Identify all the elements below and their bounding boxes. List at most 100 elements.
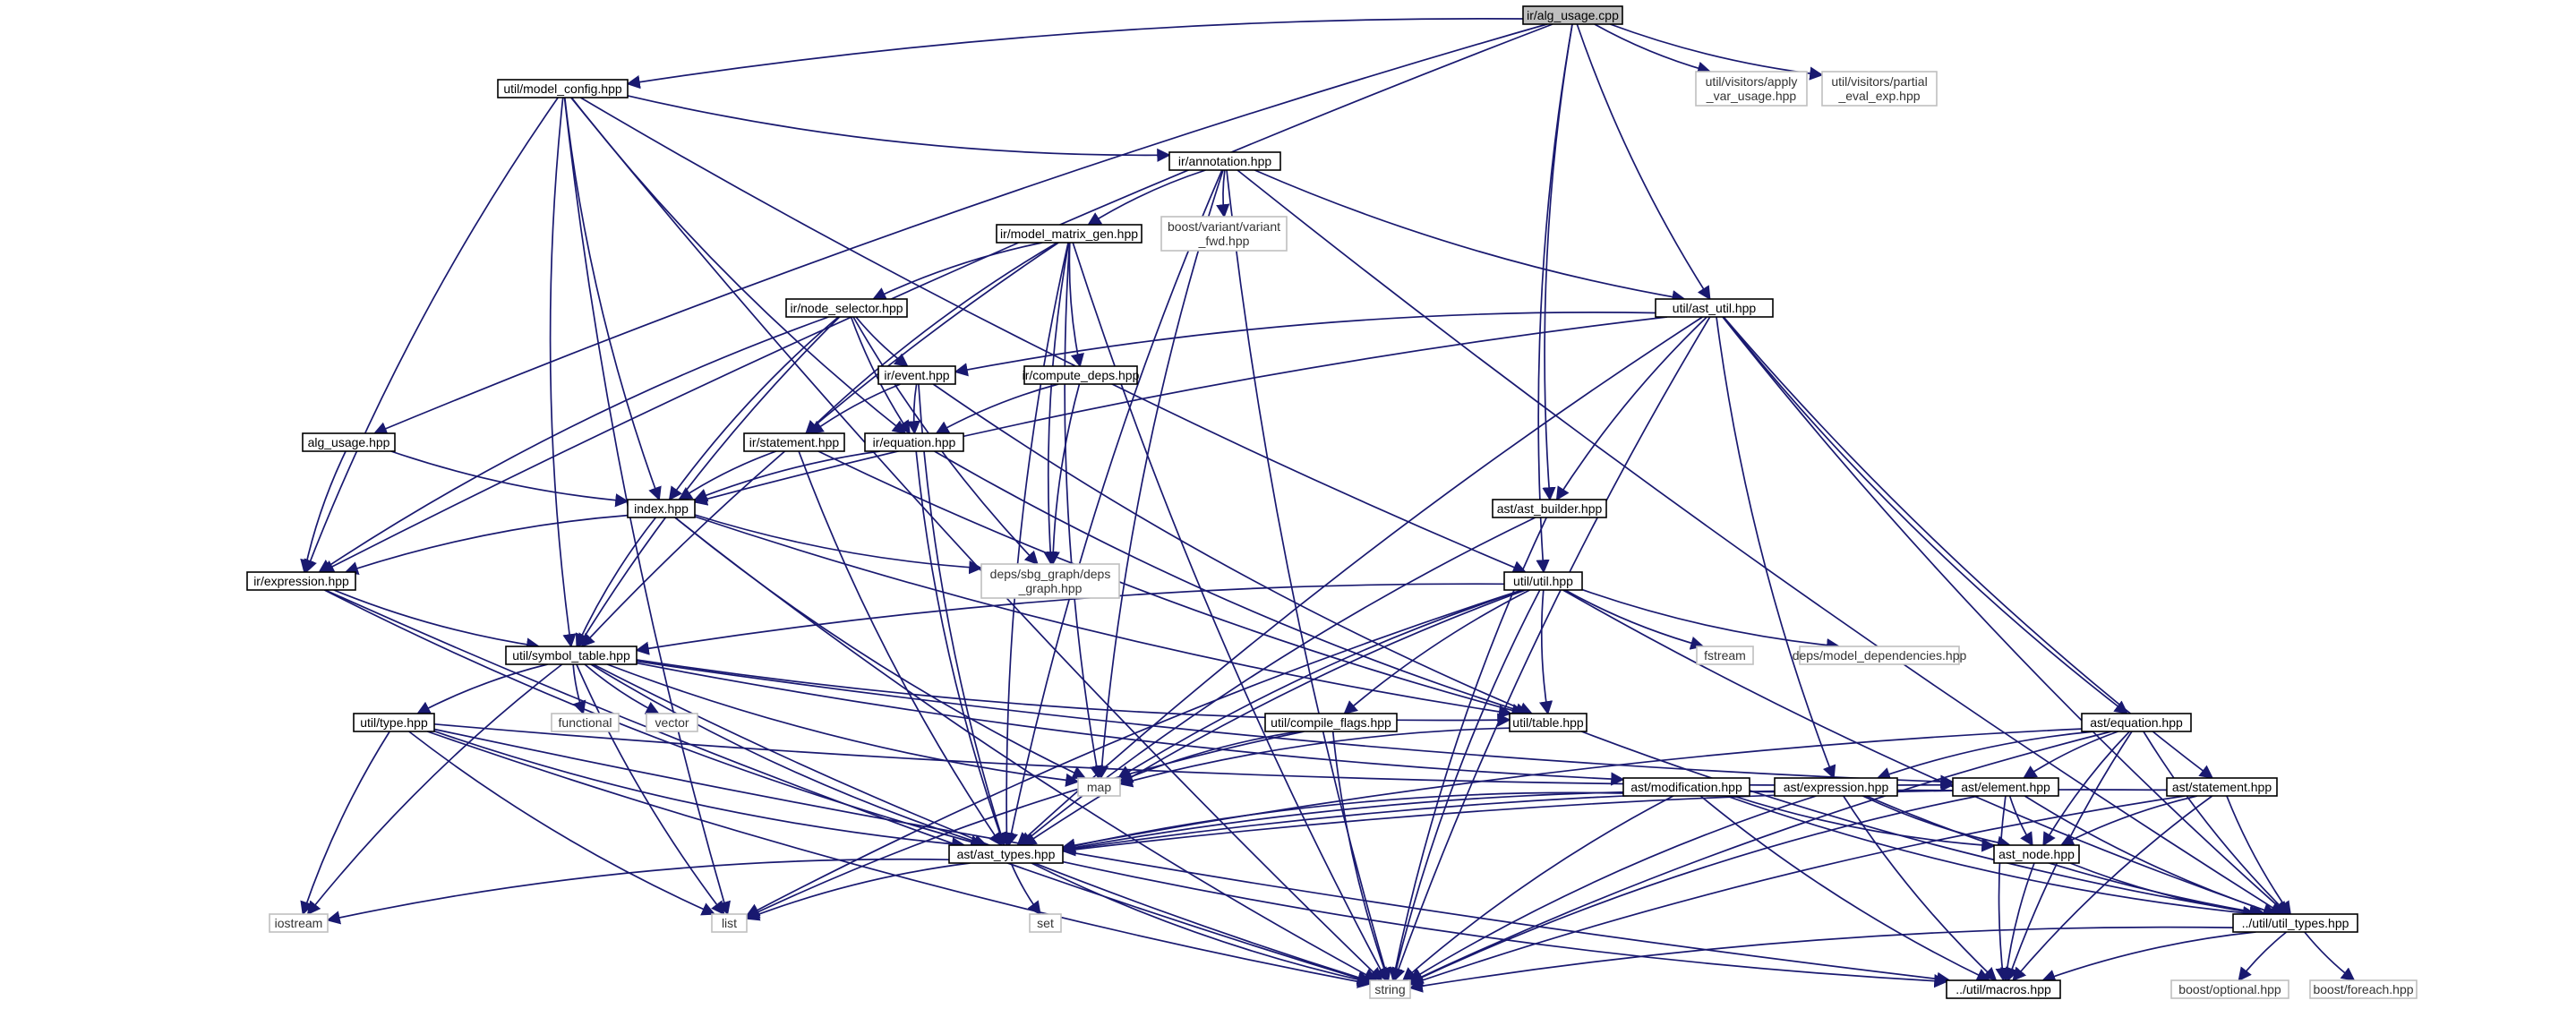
graph-node-n1[interactable]: util/model_config.hpp: [497, 79, 629, 98]
graph-node-n13[interactable]: ir/equation.hpp: [864, 432, 964, 452]
edge-n30-to-n34: [1862, 795, 2012, 850]
graph-node-n34[interactable]: ast_node.hpp: [1993, 844, 2080, 864]
graph-node-n11[interactable]: alg_usage.hpp: [302, 432, 396, 452]
edge-n0-to-n3: [1610, 23, 1824, 81]
graph-node-n21: vector: [646, 713, 698, 732]
edge-n38-to-n41: [2238, 931, 2288, 982]
node-label: util/symbol_table.hpp: [512, 648, 630, 663]
graph-node-n25[interactable]: util/table.hpp: [1509, 713, 1588, 732]
node-label: ir/event.hpp: [884, 368, 949, 382]
edge-n0-to-n11: [372, 23, 1548, 435]
edge-n33-to-n40: [1062, 860, 1948, 988]
edge-n16-to-n39: [324, 589, 1372, 985]
node-box: [627, 499, 696, 518]
edge-n9-to-n33: [918, 383, 1007, 847]
edge-n8-to-n19: [578, 316, 841, 648]
node-box: [1369, 979, 1411, 999]
graph-node-n37: set: [1029, 913, 1062, 933]
graph-node-n31[interactable]: ast/element.hpp: [1952, 777, 2059, 797]
graph-node-n7[interactable]: util/ast_util.hpp: [1655, 298, 1774, 318]
node-label: boost/optional.hpp: [2178, 982, 2281, 996]
node-label: ir/statement.hpp: [749, 435, 840, 449]
graph-node-n19[interactable]: util/symbol_table.hpp: [505, 646, 638, 665]
graph-node-n0[interactable]: ir/alg_usage.cpp: [1522, 5, 1623, 25]
graph-node-n18[interactable]: util/util.hpp: [1503, 571, 1583, 591]
edge-n33-to-n35: [326, 858, 950, 925]
node-box: [505, 646, 638, 665]
node-label: alg_usage.hpp: [308, 435, 390, 449]
edge-n30-to-n38: [1865, 795, 2267, 919]
edge-n18-to-n25: [1539, 589, 1553, 715]
graph-node-n4[interactable]: ir/annotation.hpp: [1168, 151, 1281, 171]
node-label: ast/element.hpp: [1961, 780, 2050, 794]
node-label: boost/variant/variant: [1168, 219, 1280, 234]
node-box: [1509, 713, 1588, 732]
edge-n10-to-n17: [1046, 383, 1081, 566]
graph-node-n38[interactable]: ../util/util_types.hpp: [2232, 913, 2358, 933]
node-label: index.hpp: [634, 501, 689, 516]
graph-node-n14[interactable]: index.hpp: [627, 499, 696, 518]
edge-n24-to-n40: [433, 728, 1951, 986]
node-box: [1622, 777, 1750, 797]
graph-node-n3: util/visitors/partial_eval_exp.hpp: [1821, 71, 1938, 107]
node-box: [497, 79, 629, 98]
edge-n4-to-n6: [1216, 169, 1230, 218]
node-box: [1168, 151, 1281, 171]
edge-n4-to-n5: [1087, 169, 1206, 226]
graph-node-n32[interactable]: ast/statement.hpp: [2166, 777, 2278, 797]
graph-node-n36: list: [711, 913, 748, 933]
graph-node-n29[interactable]: ast/modification.hpp: [1622, 777, 1750, 797]
edge-n38-to-n42: [2304, 931, 2356, 981]
node-box: [1029, 913, 1062, 933]
node-box: [1799, 646, 1960, 665]
graph-node-n26[interactable]: util/compile_flags.hpp: [1264, 713, 1398, 732]
edge-n18-to-n28: [1117, 589, 1525, 779]
edge-n7-to-n9: [954, 312, 1656, 377]
edge-n24-to-n36: [408, 731, 716, 916]
edge-n31-to-n40: [1995, 795, 2009, 982]
edge-n7-to-n33: [1016, 316, 1703, 847]
edge-n0-to-n18: [1536, 23, 1573, 574]
edge-n7-to-n39: [1391, 316, 1711, 982]
edge-n29-to-n38: [1725, 795, 2257, 920]
graph-node-n30[interactable]: ast/expression.hpp: [1774, 777, 1898, 797]
graph-node-n12[interactable]: ir/statement.hpp: [743, 432, 845, 452]
edge-n34-to-n40: [2000, 862, 2035, 982]
node-label: ir/node_selector.hpp: [790, 301, 903, 315]
node-box: [1821, 71, 1938, 107]
node-label: util/type.hpp: [360, 715, 428, 730]
node-label: _graph.hpp: [1018, 581, 1083, 595]
edge-n29-to-n40: [1699, 795, 1991, 981]
node-label: deps/model_dependencies.hpp: [1793, 648, 1967, 663]
graph-node-n15[interactable]: ast/ast_builder.hpp: [1492, 499, 1607, 518]
edge-n14-to-n16: [344, 514, 629, 575]
edge-n19-to-n20: [572, 663, 586, 715]
graph-node-n9[interactable]: ir/event.hpp: [877, 365, 956, 385]
edge-n24-to-n33: [433, 730, 966, 851]
edge-n27-to-n30: [1876, 731, 2095, 781]
graph-node-n24[interactable]: util/type.hpp: [353, 713, 435, 732]
edge-n7-to-n14: [693, 316, 1668, 506]
graph-node-n27[interactable]: ast/equation.hpp: [2081, 713, 2192, 732]
edge-n27-to-n38: [2143, 731, 2289, 916]
node-box: [1952, 777, 2059, 797]
edge-n31-to-n39: [1408, 795, 1979, 984]
graph-node-n16[interactable]: ir/expression.hpp: [246, 571, 356, 591]
graph-node-n10[interactable]: ir/compute_deps.hpp: [1023, 365, 1140, 385]
node-label: _fwd.hpp: [1198, 234, 1250, 248]
edge-n7-to-n38: [1722, 316, 2289, 916]
edge-n9-to-n12: [809, 383, 902, 434]
graph-node-n5[interactable]: ir/model_matrix_gen.hpp: [996, 224, 1143, 244]
edge-n0-to-n1: [626, 18, 1524, 90]
node-label: ast/statement.hpp: [2172, 780, 2272, 794]
node-box: [2309, 979, 2418, 999]
node-box: [1946, 979, 2061, 999]
graph-node-n40[interactable]: ../util/macros.hpp: [1946, 979, 2061, 999]
edge-n5-to-n12: [805, 242, 1058, 435]
edge-n7-to-n30: [1716, 316, 1836, 780]
graph-node-n33[interactable]: ast/ast_types.hpp: [948, 844, 1064, 864]
graph-node-n8[interactable]: ir/node_selector.hpp: [785, 298, 908, 318]
edge-n8-to-n16: [318, 316, 829, 573]
edge-n8-to-n14: [668, 316, 839, 501]
edge-n16-to-n19: [333, 589, 541, 652]
